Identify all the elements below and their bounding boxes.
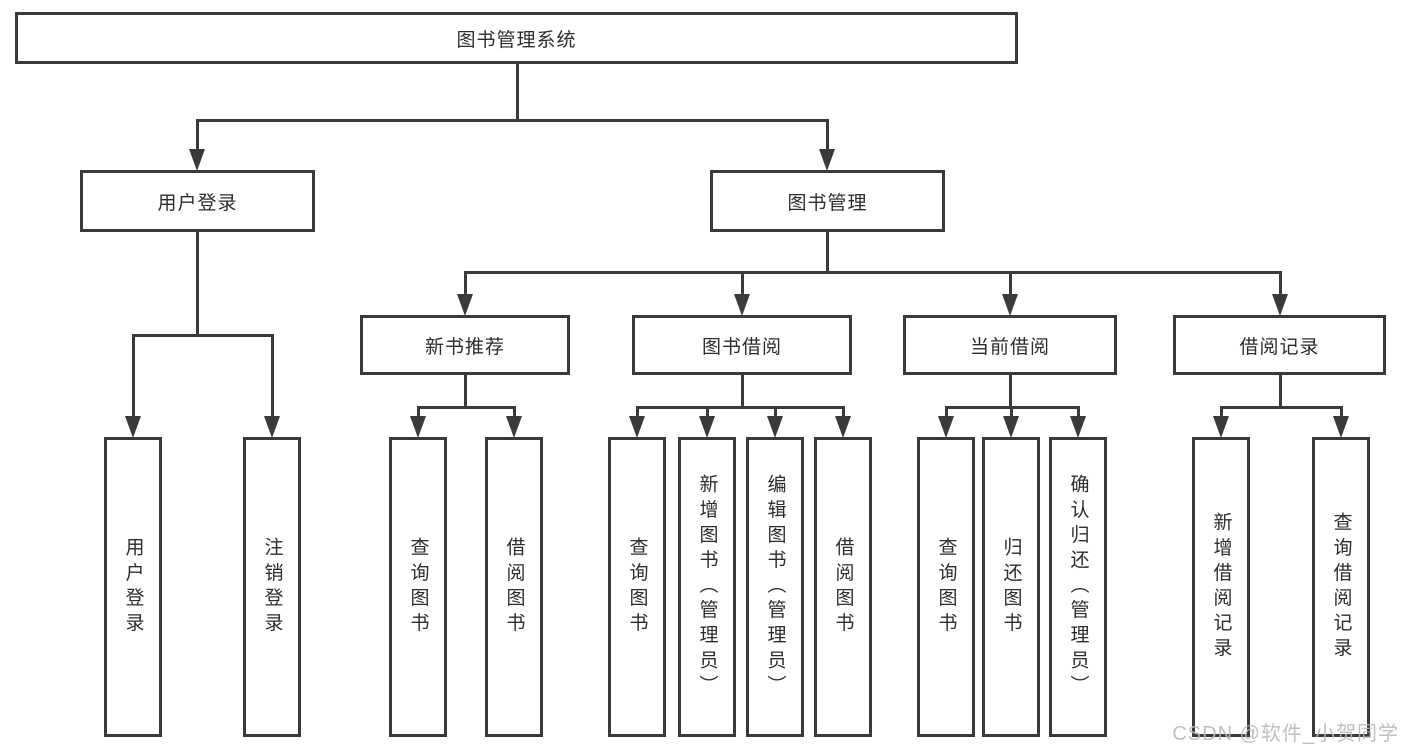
connector-line — [512, 407, 516, 418]
connector-arrowhead — [734, 294, 750, 316]
node-confirm-return-admin: 确认归还（管理员） — [1049, 437, 1107, 737]
node-library-management-system: 图书管理系统 — [15, 12, 1018, 64]
connector-line — [944, 407, 948, 418]
connector-line — [515, 64, 519, 121]
node-label: 借阅图书 — [832, 536, 854, 638]
connector-line — [825, 232, 829, 274]
node-borrow-books-2: 借阅图书 — [814, 437, 872, 737]
connector-arrowhead — [410, 416, 426, 438]
node-add-book-admin: 新增图书（管理员） — [678, 437, 736, 737]
connector-line — [195, 120, 199, 152]
connector-line — [773, 407, 777, 418]
node-label: 查询借阅记录 — [1330, 511, 1352, 663]
node-query-books-3: 查询图书 — [917, 437, 975, 737]
connector-line — [1339, 407, 1343, 418]
connector-line — [841, 407, 845, 418]
node-book-management: 图书管理 — [710, 170, 945, 232]
connector-line — [131, 333, 274, 337]
connector-line — [463, 270, 1282, 274]
connector-arrowhead — [125, 416, 141, 438]
connector-arrowhead — [699, 416, 715, 438]
node-query-books-1: 查询图书 — [389, 437, 447, 737]
connector-line — [416, 405, 516, 409]
node-label: 确认归还（管理员） — [1067, 474, 1089, 700]
connector-arrowhead — [1333, 416, 1349, 438]
connector-arrowhead — [264, 416, 280, 438]
node-label: 归还图书 — [1000, 536, 1022, 638]
node-user-login: 用户登录 — [80, 170, 315, 232]
connector-line — [195, 232, 199, 337]
connector-arrowhead — [189, 149, 205, 171]
connector-line — [740, 272, 744, 296]
node-label: 新增图书（管理员） — [696, 474, 718, 700]
node-current-borrow: 当前借阅 — [903, 315, 1117, 375]
node-query-books-2: 查询图书 — [608, 437, 666, 737]
node-add-borrow-record: 新增借阅记录 — [1192, 437, 1250, 737]
node-label: 查询图书 — [935, 536, 957, 638]
node-new-book-recommend: 新书推荐 — [360, 315, 570, 375]
node-return-books: 归还图书 — [982, 437, 1040, 737]
connector-line — [1008, 272, 1012, 296]
node-query-borrow-record: 查询借阅记录 — [1312, 437, 1370, 737]
node-label: 新增借阅记录 — [1210, 511, 1232, 663]
connector-arrowhead — [819, 149, 835, 171]
connector-line — [825, 120, 829, 152]
connector-line — [1076, 407, 1080, 418]
connector-arrowhead — [1070, 416, 1086, 438]
node-label: 查询图书 — [626, 536, 648, 638]
connector-line — [270, 335, 274, 418]
node-book-borrow: 图书借阅 — [632, 315, 852, 375]
watermark: CSDN @软件_小贺同学 — [1172, 723, 1399, 745]
connector-line — [705, 407, 709, 418]
node-user-login-leaf: 用户登录 — [104, 437, 162, 737]
connector-line — [463, 375, 467, 409]
connector-arrowhead — [938, 416, 954, 438]
node-label: 编辑图书（管理员） — [764, 474, 786, 700]
connector-line — [1278, 375, 1282, 409]
connector-arrowhead — [506, 416, 522, 438]
connector-arrowhead — [835, 416, 851, 438]
connector-line — [635, 405, 845, 409]
connector-line — [1008, 375, 1012, 409]
connector-line — [1219, 407, 1223, 418]
connector-arrowhead — [767, 416, 783, 438]
connector-line — [635, 407, 639, 418]
connector-line — [416, 407, 420, 418]
node-label: 借阅图书 — [503, 536, 525, 638]
node-logout: 注销登录 — [243, 437, 301, 737]
node-borrow-records: 借阅记录 — [1173, 315, 1386, 375]
node-label: 注销登录 — [261, 536, 283, 638]
connector-arrowhead — [1213, 416, 1229, 438]
connector-arrowhead — [1272, 294, 1288, 316]
connector-line — [195, 118, 829, 122]
connector-arrowhead — [1002, 294, 1018, 316]
connector-arrowhead — [629, 416, 645, 438]
connector-line — [1219, 405, 1343, 409]
connector-line — [1278, 272, 1282, 296]
node-label: 查询图书 — [407, 536, 429, 638]
connector-line — [1009, 407, 1013, 418]
node-label: 用户登录 — [122, 536, 144, 638]
connector-line — [463, 272, 467, 296]
connector-line — [131, 335, 135, 418]
connector-line — [740, 375, 744, 409]
node-borrow-books-1: 借阅图书 — [485, 437, 543, 737]
node-edit-book-admin: 编辑图书（管理员） — [746, 437, 804, 737]
connector-arrowhead — [457, 294, 473, 316]
connector-arrowhead — [1003, 416, 1019, 438]
